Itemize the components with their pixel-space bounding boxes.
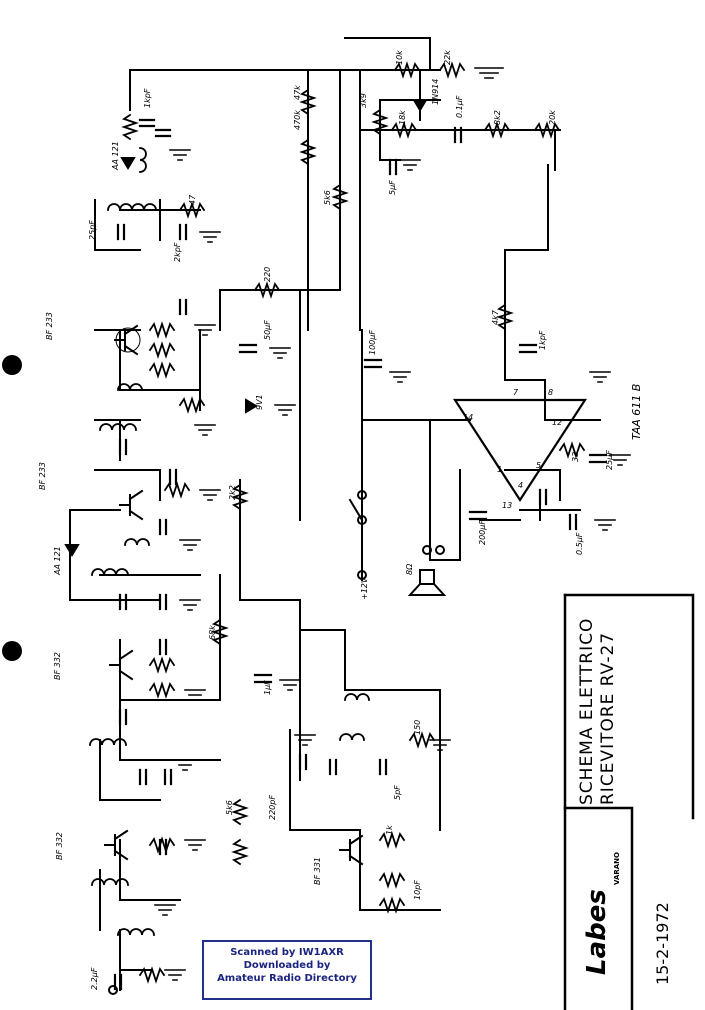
label-5uf: 5µF <box>388 180 397 195</box>
title-line-2: RICEVITORE RV-27 <box>598 632 618 805</box>
label-5k6-b: 5k6 <box>225 800 234 815</box>
label-150: 150 <box>413 720 422 735</box>
ic-pin: 4 <box>518 481 523 490</box>
label-10k: 10k <box>395 50 404 65</box>
label-1kpf-b: 1kpF <box>538 330 547 350</box>
label-diode-1: AA 121 <box>111 141 120 171</box>
label-5k6: 5k6 <box>323 190 332 205</box>
resistors <box>121 61 586 984</box>
label-25pf: 25pF <box>88 220 97 240</box>
antenna-input <box>108 985 118 995</box>
label-25uf: 25µF <box>605 450 614 470</box>
brand-subtitle: VARANO <box>613 852 621 885</box>
scan-line-3: Amateur Radio Directory <box>217 973 357 984</box>
wiring <box>69 37 601 991</box>
label-2-2pf: 2.2µF <box>90 967 99 990</box>
label-10pf: 10pF <box>413 880 422 900</box>
label-supply: +12V <box>360 577 369 600</box>
drawing-date: 15-2-1972 <box>653 902 672 985</box>
label-1kpf: 1kpF <box>143 88 152 108</box>
brand-logo: Labes <box>582 889 612 975</box>
ic-pin: 12 <box>552 418 562 427</box>
ic-pin: 14 <box>463 413 473 422</box>
label-47: 47 <box>188 194 197 205</box>
label-220pf: 220pF <box>268 795 277 820</box>
label-speaker: 8Ω <box>405 563 414 575</box>
label-22k: 22k <box>443 50 452 65</box>
label-50uf: 50µF <box>263 320 272 340</box>
ic-pin: 8 <box>548 388 553 397</box>
ic-pin: 7 <box>513 388 519 397</box>
label-2k2: 2k2 <box>228 485 237 500</box>
label-transistor-q4: BF 332 <box>55 832 64 860</box>
label-18k: 18k <box>398 110 407 125</box>
label-transistor-q5: BF 331 <box>313 857 322 885</box>
ic-pin: 13 <box>502 501 512 510</box>
label-diode-2: AA 121 <box>53 546 62 576</box>
label-100uf: 100µF <box>368 330 377 355</box>
label-33: 33 <box>571 452 580 462</box>
coils <box>89 147 370 936</box>
ground-symbols <box>154 67 631 981</box>
transistor-q1 <box>114 324 141 356</box>
transistors <box>104 324 364 866</box>
label-68k: 68k <box>208 625 217 640</box>
diodes <box>64 99 428 557</box>
transistor-q5 <box>339 834 364 866</box>
label-220: 220 <box>263 267 272 282</box>
label-2kpf: 2kpF <box>173 242 182 262</box>
label-8k2: 8k2 <box>493 110 502 125</box>
label-transistor-q1: BF 233 <box>45 312 54 340</box>
transistor-q3 <box>109 649 134 681</box>
label-zener: 9V1 <box>255 394 264 410</box>
label-1k: 1k <box>385 825 394 835</box>
binder-hole <box>2 641 22 661</box>
title-line-1: SCHEMA ELETTRICO <box>577 618 597 805</box>
scan-notice: Scanned by IW1AXR Downloaded by Amateur … <box>202 940 372 1000</box>
transistor-q4 <box>104 829 129 861</box>
ic-pin: 5 <box>536 461 541 470</box>
label-0-5uf: 0.5µF <box>575 532 584 555</box>
label-transistor-q2: BF 233 <box>38 462 47 490</box>
label-diode-3: 1N914 <box>431 79 440 105</box>
title-block-frame <box>563 593 695 1010</box>
label-0-1uf: 0.1µF <box>455 95 464 118</box>
label-470k: 470k <box>293 110 302 130</box>
label-200uf: 200µF <box>478 520 487 545</box>
label-4k7: 4k7 <box>491 309 500 325</box>
speaker <box>407 545 447 596</box>
label-transistor-q3: BF 332 <box>53 652 62 680</box>
scan-line-2: Downloaded by <box>243 960 331 971</box>
label-3k9: 3k9 <box>359 93 368 108</box>
label-5pf: 5pF <box>393 785 402 800</box>
ic-pin: 1 <box>497 465 502 474</box>
capacitors <box>113 118 608 991</box>
label-20k: 20k <box>548 110 557 125</box>
label-1uf: 1µF <box>263 680 272 695</box>
transistor-q2 <box>119 489 144 521</box>
scan-line-1: Scanned by IW1AXR <box>230 947 344 958</box>
power-switch[interactable] <box>348 490 367 580</box>
label-47k: 47k <box>293 85 302 100</box>
ic-part-label: TAA 611 B <box>630 384 643 440</box>
ic-triangle <box>452 398 588 503</box>
binder-hole <box>2 355 22 375</box>
